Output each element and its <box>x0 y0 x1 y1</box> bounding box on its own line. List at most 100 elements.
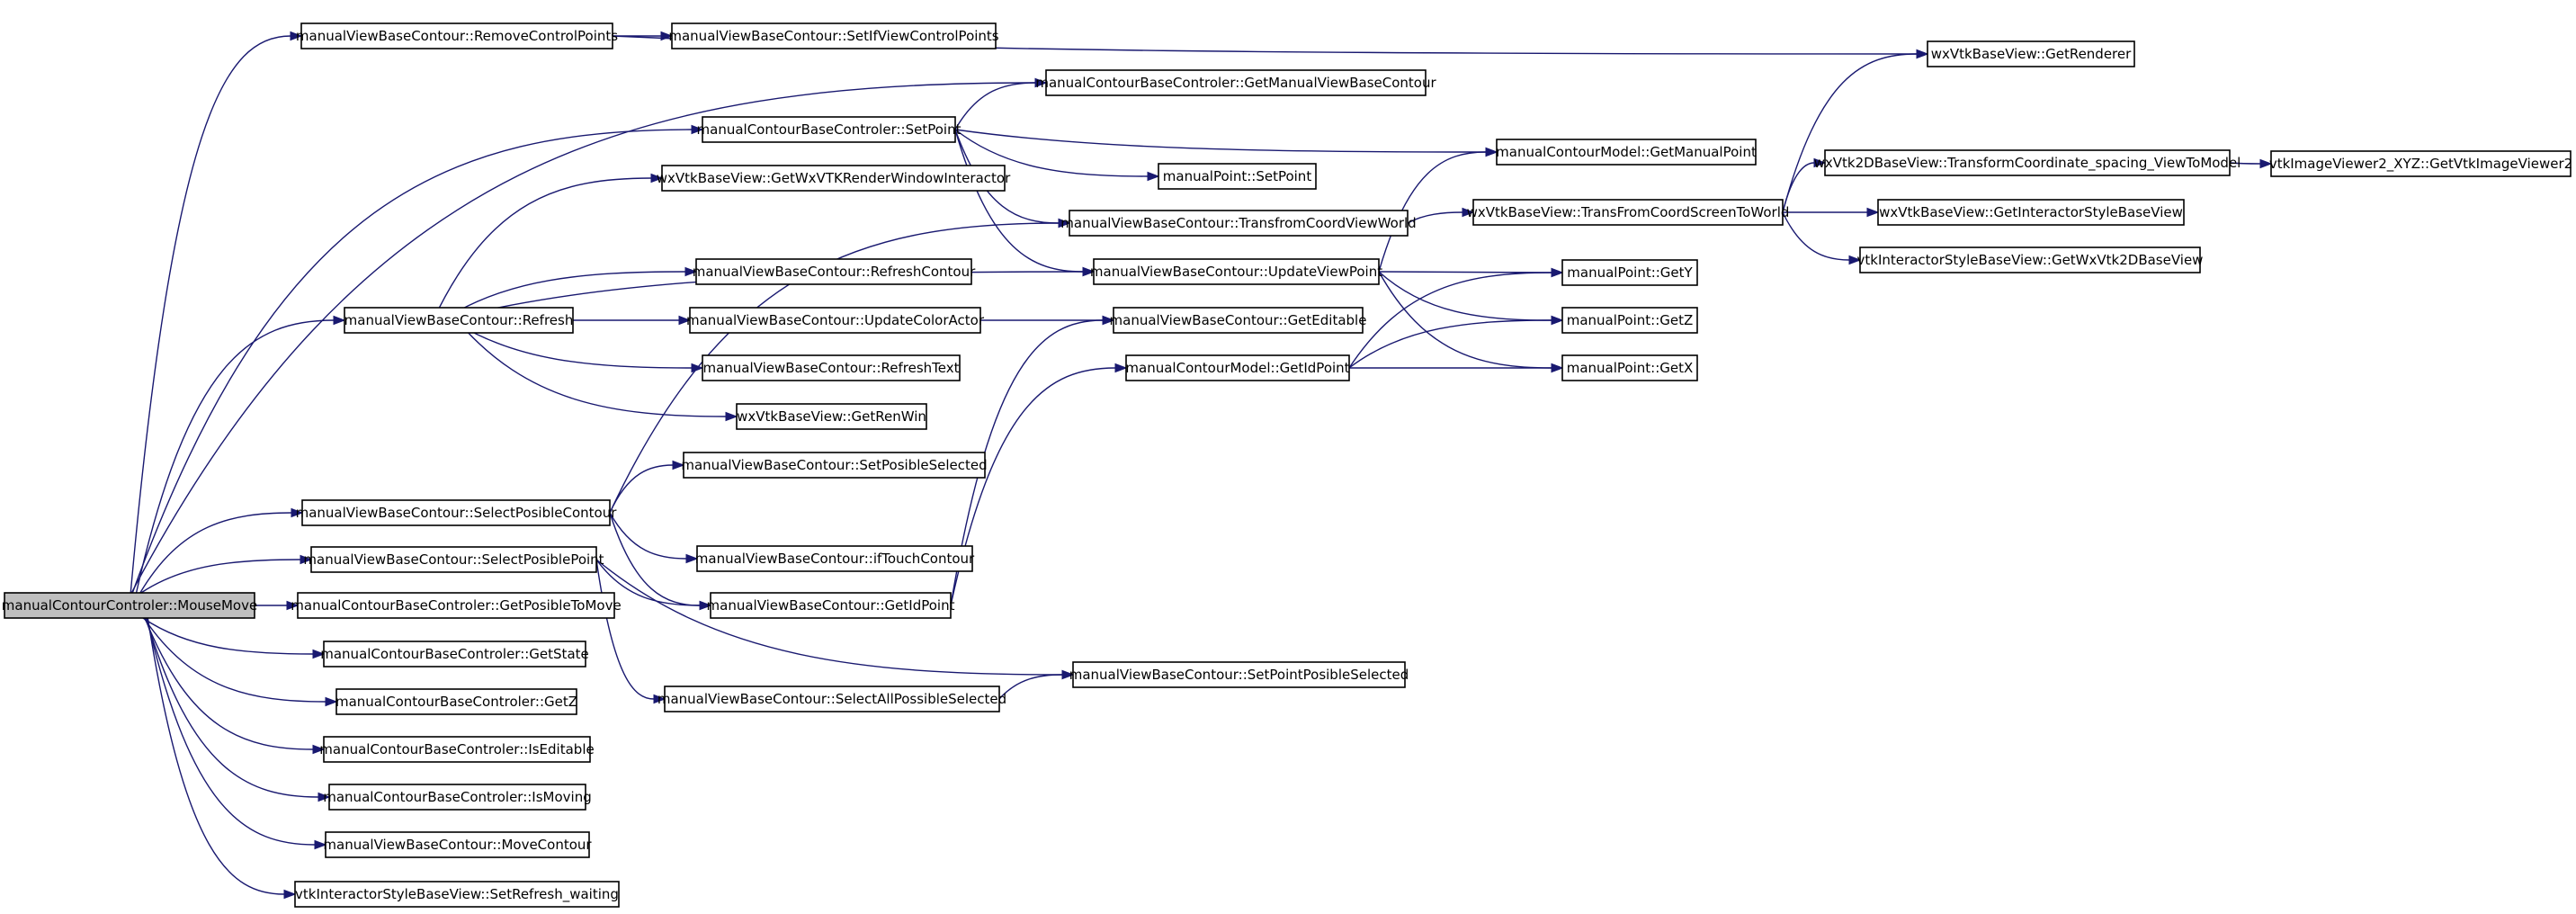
node-setPointCtrl[interactable]: manualContourBaseControler::SetPoint <box>697 116 962 143</box>
node-box <box>328 784 586 811</box>
arrowhead-icon <box>1058 218 1071 228</box>
node-box <box>710 592 952 619</box>
node-getRenderer[interactable]: wxVtkBaseView::GetRenderer <box>1927 40 2135 67</box>
node-getIdPointModel[interactable]: manualContourModel::GetIdPoint <box>1125 354 1350 381</box>
edge-selPosPoint-to-setPointPosSel <box>595 559 1075 680</box>
node-label: manualViewBaseContour::TransfromCoordVie… <box>1060 215 1416 231</box>
edge-getIdPointView-to-getIdPointModel <box>950 363 1128 606</box>
node-label: wxVtk2DBaseView::TransformCoordinate_spa… <box>1814 155 2241 172</box>
arrowhead-icon <box>725 411 738 422</box>
node-selPosPoint[interactable]: manualViewBaseContour::SelectPosiblePoin… <box>303 546 604 573</box>
node-label: wxVtkBaseView::GetInteractorStyleBaseVie… <box>1879 204 2183 220</box>
node-getRenWin[interactable]: wxVtkBaseView::GetRenWin <box>736 403 927 430</box>
edge-refresh-to-getWxVTK <box>432 173 664 321</box>
node-label: manualViewBaseContour::GetEditable <box>1110 312 1367 328</box>
node-setPosSel[interactable]: manualViewBaseContour::SetPosibleSelecte… <box>681 452 988 479</box>
node-isMoving[interactable]: manualContourBaseControler::IsMoving <box>323 784 592 811</box>
node-label: manualViewBaseContour::UpdateViewPoint <box>1090 264 1382 280</box>
node-transCS[interactable]: wxVtk2DBaseView::TransformCoordinate_spa… <box>1814 149 2241 176</box>
edge-updateViewPoint-to-getManualPoint <box>1378 147 1498 273</box>
node-getWxVTK[interactable]: wxVtkBaseView::GetWxVTKRenderWindowInter… <box>657 165 1011 192</box>
node-box <box>702 354 961 381</box>
node-label: manualContourBaseControler::SetPoint <box>697 121 962 138</box>
node-refreshContour[interactable]: manualViewBaseContour::RefreshContour <box>693 258 976 285</box>
edge-refresh-to-getRenWin <box>456 319 738 422</box>
node-box <box>1113 307 1364 334</box>
node-label: manualViewBaseContour::SetPosibleSelecte… <box>681 457 987 473</box>
edge-root-to-selPosPoint <box>140 554 313 594</box>
node-box <box>294 881 620 908</box>
node-getEditable[interactable]: manualViewBaseContour::GetEditable <box>1110 307 1367 334</box>
arrowhead-icon <box>2259 158 2273 169</box>
arrowhead-icon <box>1848 255 1862 265</box>
node-isEditable[interactable]: manualContourBaseControler::IsEditable <box>319 736 595 763</box>
node-box <box>1859 246 2201 273</box>
edge-getIdPointModel-to-getX <box>1349 363 1564 373</box>
node-getPosToMove[interactable]: manualContourBaseControler::GetPosibleTo… <box>291 592 622 619</box>
node-ifTouch[interactable]: manualViewBaseContour::ifTouchContour <box>695 545 975 572</box>
node-getY[interactable]: manualPoint::GetY <box>1561 259 1698 286</box>
edge-root-to-refresh <box>135 315 346 594</box>
node-getZCtrl[interactable]: manualContourBaseControler::GetZ <box>335 688 577 715</box>
edge-setPointCtrl-to-getManualPoint <box>954 129 1498 157</box>
edge-root-to-selPosContour <box>139 507 304 594</box>
node-box <box>1561 307 1698 334</box>
node-getX[interactable]: manualPoint::GetX <box>1561 354 1698 381</box>
node-selAllPos[interactable]: manualViewBaseContour::SelectAllPossible… <box>657 686 1006 712</box>
arrowhead-icon <box>312 744 326 755</box>
node-label: manualPoint::GetY <box>1567 264 1693 281</box>
node-mpSetPoint[interactable]: manualPoint::SetPoint <box>1158 163 1317 190</box>
node-selPosContour[interactable]: manualViewBaseContour::SelectPosibleCont… <box>296 499 618 526</box>
node-updateColor[interactable]: manualViewBaseContour::UpdateColorActor <box>686 307 985 334</box>
edge-selPosContour-to-ifTouch <box>609 512 699 564</box>
node-getWx2D[interactable]: vtkInteractorStyleBaseView::GetWxVtk2DBa… <box>1857 246 2204 273</box>
arrowhead-icon <box>1114 363 1128 373</box>
edge-getIdPointModel-to-getZ <box>1348 315 1564 369</box>
node-label: vtkInteractorStyleBaseView::GetWxVtk2DBa… <box>1857 252 2204 268</box>
node-box <box>300 22 613 49</box>
node-box <box>1069 210 1409 237</box>
node-updateViewPoint[interactable]: manualViewBaseContour::UpdateViewPoint <box>1090 258 1382 285</box>
node-label: manualPoint::SetPoint <box>1163 168 1312 184</box>
node-getManualPoint[interactable]: manualContourModel::GetManualPoint <box>1496 139 1757 166</box>
node-label: manualContourBaseControler::IsMoving <box>323 789 591 805</box>
node-label: manualViewBaseContour::ifTouchContour <box>695 551 975 567</box>
node-box <box>323 641 586 668</box>
node-box <box>695 258 972 285</box>
node-setRefreshWaiting[interactable]: vtkInteractorStyleBaseView::SetRefresh_w… <box>294 881 620 908</box>
node-getZ[interactable]: manualPoint::GetZ <box>1561 307 1698 334</box>
node-removeCP[interactable]: manualViewBaseContour::RemoveControlPoin… <box>296 22 618 49</box>
edge-root-to-getState <box>142 617 326 659</box>
node-getIdPointView[interactable]: manualViewBaseContour::GetIdPoint <box>707 592 955 619</box>
node-setPointPosSel[interactable]: manualViewBaseContour::SetPointPosibleSe… <box>1069 661 1409 688</box>
arrowhead-icon <box>685 553 699 564</box>
arrowhead-icon <box>1551 363 1564 373</box>
edge-transCS-to-getVtkIV2 <box>2229 158 2273 169</box>
node-getISBV[interactable]: wxVtkBaseView::GetInteractorStyleBaseVie… <box>1877 199 2185 226</box>
node-transCVW[interactable]: manualViewBaseContour::TransfromCoordVie… <box>1060 210 1417 237</box>
edge-transSTW-to-getISBV <box>1783 207 1880 218</box>
node-box <box>683 452 986 479</box>
arrowhead-icon <box>1034 77 1048 88</box>
node-layer: manualContourControler::MouseMovemanualV… <box>2 22 2572 908</box>
arrowhead-icon <box>1866 207 1880 218</box>
node-refreshText[interactable]: manualViewBaseContour::RefreshText <box>702 354 961 381</box>
node-moveContour[interactable]: manualViewBaseContour::MoveContour <box>323 831 592 858</box>
edge-updateViewPoint-to-getX <box>1378 271 1564 373</box>
node-label: vtkInteractorStyleBaseView::SetRefresh_w… <box>295 886 619 903</box>
edge-root-to-setPointCtrl <box>131 124 704 594</box>
node-label: wxVtkBaseView::TransFromCoordScreenToWor… <box>1467 204 1790 220</box>
node-label: manualPoint::GetZ <box>1567 312 1694 328</box>
node-root[interactable]: manualContourControler::MouseMove <box>2 592 257 619</box>
node-getState[interactable]: manualContourBaseControler::GetState <box>320 641 589 668</box>
node-refresh[interactable]: manualViewBaseContour::Refresh <box>344 307 574 334</box>
node-label: manualContourBaseControler::GetZ <box>335 694 577 710</box>
node-label: wxVtkBaseView::GetRenWin <box>737 408 926 425</box>
edge-selPosPoint-to-selAllPos <box>595 559 666 704</box>
node-label: manualContourBaseControler::GetManualVie… <box>1035 75 1436 91</box>
node-setIfViewCP[interactable]: manualViewBaseContour::SetIfViewControlP… <box>668 22 999 49</box>
arrowhead-icon <box>1462 207 1475 218</box>
node-getManualVBC[interactable]: manualContourBaseControler::GetManualVie… <box>1035 69 1436 96</box>
node-getVtkIV2[interactable]: vtkImageViewer2_XYZ::GetVtkImageViewer2 <box>2269 150 2572 177</box>
node-transSTW[interactable]: wxVtkBaseView::TransFromCoordScreenToWor… <box>1467 199 1790 226</box>
